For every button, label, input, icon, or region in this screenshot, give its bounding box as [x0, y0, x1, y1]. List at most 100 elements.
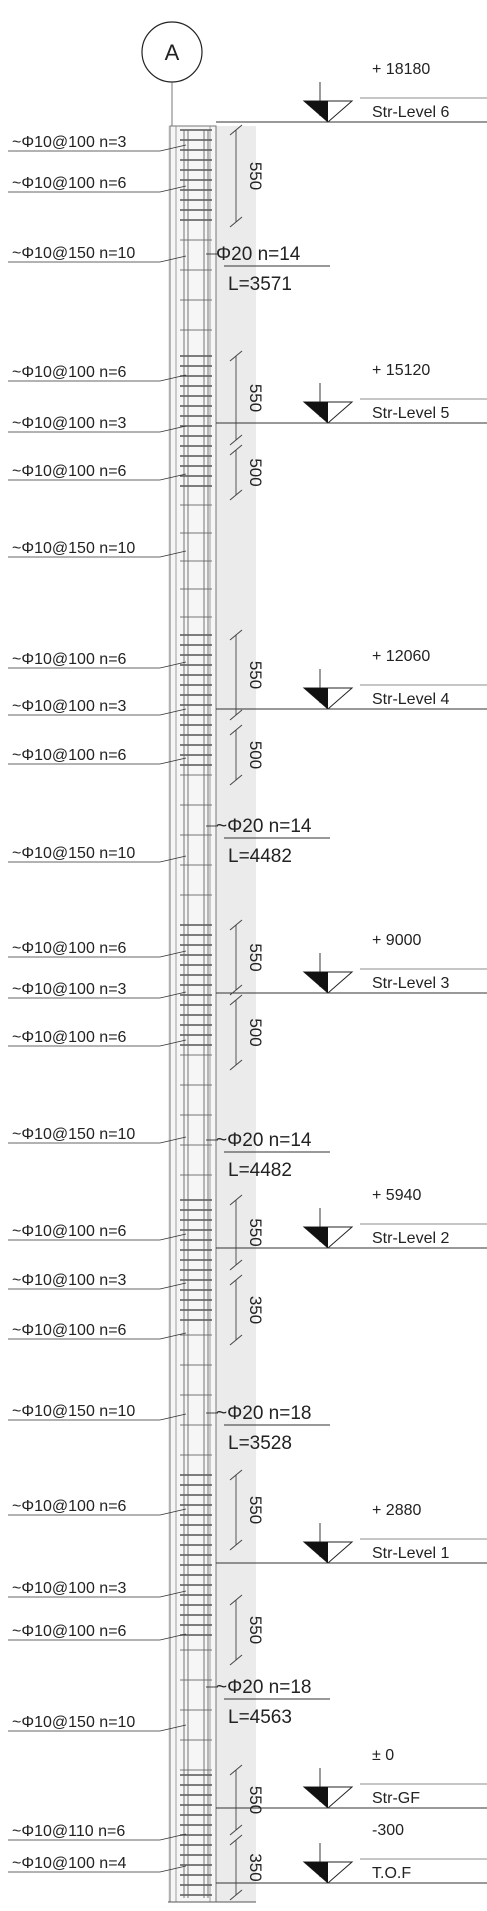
main-bar-length: L=4563 [228, 1707, 292, 1728]
dim-tick [229, 774, 243, 786]
leader-line [159, 1282, 187, 1290]
stirrup-label: ~Φ10@100 n=3 [12, 981, 127, 998]
leader-line [159, 708, 187, 716]
stirrup-label: ~Φ10@100 n=6 [12, 651, 127, 668]
stirrup-annotations: ~Φ10@100 n=3 ~Φ10@100 n=6 ~Φ10@150 n=10 ~Φ1… [8, 134, 187, 1873]
dim-value: 550 [246, 943, 265, 971]
dim-tick [229, 444, 243, 456]
dim-value: 550 [246, 1218, 265, 1246]
dim-tick [229, 1259, 243, 1271]
stirrup-label: ~Φ10@100 n=3 [12, 698, 127, 715]
level-triangle-fill [304, 1542, 328, 1563]
level-triangle-fill [304, 1862, 328, 1883]
dim-tick [229, 216, 243, 228]
level-name: Str-Level 2 [372, 1230, 449, 1247]
dim-tick [229, 629, 243, 641]
stirrup-label: ~Φ10@100 n=6 [12, 364, 127, 381]
leader-line [159, 1633, 187, 1641]
leader-line [159, 550, 187, 558]
dim-tick [229, 1834, 243, 1846]
dim-value: 550 [246, 1616, 265, 1644]
dim-value: 550 [246, 1496, 265, 1524]
stirrup-label: ~Φ10@150 n=10 [12, 1403, 135, 1420]
leader-line [159, 185, 187, 193]
level-triangle-fill [304, 1227, 328, 1248]
main-bar-label: ~Φ20 n=14 [216, 816, 312, 837]
leader-line [159, 1508, 187, 1516]
level-name: Str-Level 5 [372, 405, 449, 422]
dim-tick [229, 1194, 243, 1206]
stirrup-label: ~Φ10@100 n=6 [12, 747, 127, 764]
leader-line [159, 255, 187, 263]
stirrup-label: ~Φ10@100 n=3 [12, 1580, 127, 1597]
stirrup-label: ~Φ10@100 n=6 [12, 1322, 127, 1339]
level-elevation: -300 [372, 1822, 404, 1839]
leader-line [159, 1039, 187, 1047]
stirrup-label: ~Φ10@100 n=6 [12, 1498, 127, 1515]
level-elevation: ± 0 [372, 1747, 394, 1764]
dim-value: 500 [246, 458, 265, 486]
dim-tick [229, 994, 243, 1006]
dim-value: 350 [246, 1853, 265, 1881]
level-name: T.O.F [372, 1865, 411, 1882]
main-bar-label: ~Φ20 n=18 [216, 1403, 311, 1424]
stirrup-label: ~Φ10@100 n=3 [12, 1272, 127, 1289]
stirrup-label: ~Φ10@100 n=6 [12, 463, 127, 480]
stirrup-label: ~Φ10@100 n=6 [12, 1029, 127, 1046]
level-name: Str-GF [372, 1790, 420, 1807]
level-elevation: + 12060 [372, 648, 430, 665]
stirrup-label: ~Φ10@100 n=6 [12, 1623, 127, 1640]
stirrup-label: ~Φ10@150 n=10 [12, 245, 135, 262]
main-bar-label: ~Φ20 n=14 [216, 1130, 312, 1151]
leader-line [159, 950, 187, 958]
level-name: Str-Level 3 [372, 975, 449, 992]
dim-tick [229, 1764, 243, 1776]
leader-line [159, 374, 187, 382]
leader-line [159, 1724, 187, 1732]
dim-value: 500 [246, 1018, 265, 1046]
level-elevation: + 2880 [372, 1502, 421, 1519]
level-triangle-fill [304, 402, 328, 423]
main-bar-length: L=4482 [228, 1160, 292, 1181]
dim-tick [229, 1334, 243, 1346]
dim-tick [229, 709, 243, 721]
dim-tick [229, 1539, 243, 1551]
leader-line [159, 757, 187, 765]
dim-tick [229, 919, 243, 931]
leader-line [159, 1233, 187, 1241]
stirrup-bands [180, 129, 212, 1898]
dim-value: 550 [246, 661, 265, 689]
leader-line [159, 855, 187, 863]
leader-line [159, 144, 187, 152]
dim-value: 550 [246, 162, 265, 190]
leader-line [159, 661, 187, 669]
main-bar-annotations: Φ20 n=14L=3571~Φ20 n=14L=4482~Φ20 n=14L=… [206, 244, 330, 1728]
stirrup-label: ~Φ10@150 n=10 [12, 1714, 135, 1731]
stirrup-label: ~Φ10@150 n=10 [12, 1126, 135, 1143]
dim-value: 550 [246, 1786, 265, 1814]
dim-tick [229, 1274, 243, 1286]
stirrup-label: ~Φ10@100 n=4 [12, 1855, 127, 1872]
dim-tick [229, 1594, 243, 1606]
level-name: Str-Level 1 [372, 1545, 449, 1562]
level-name: Str-Level 4 [372, 691, 449, 708]
stirrup-label: ~Φ10@100 n=3 [12, 134, 127, 151]
dim-tick [229, 1889, 243, 1901]
level-triangle-fill [304, 101, 328, 122]
stirrup-label: ~Φ10@150 n=10 [12, 845, 135, 862]
level-triangle-fill [304, 688, 328, 709]
level-elevation: + 15120 [372, 362, 430, 379]
level-triangle-fill [304, 1787, 328, 1808]
dim-tick [229, 1469, 243, 1481]
dim-tick [229, 1059, 243, 1071]
dim-tick [229, 724, 243, 736]
level-elevation: + 5940 [372, 1187, 421, 1204]
level-elevation: + 9000 [372, 932, 421, 949]
stirrup-label: ~Φ10@100 n=6 [12, 1223, 127, 1240]
dim-value: 550 [246, 384, 265, 412]
dim-tick [229, 350, 243, 362]
stirrup-label: ~Φ10@100 n=3 [12, 415, 127, 432]
